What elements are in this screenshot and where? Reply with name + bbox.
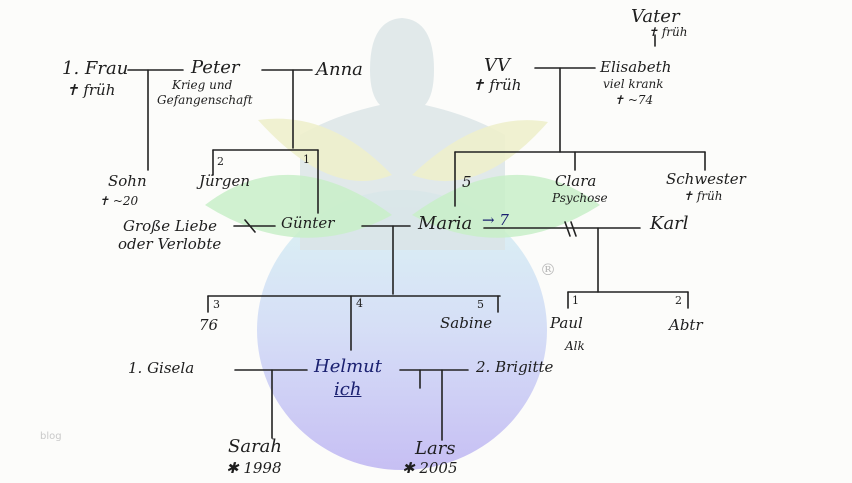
great-love-label-2: oder Verlobte: [118, 235, 222, 253]
juergen-label: Jürgen: [199, 172, 250, 190]
elisabeth-label: Elisabeth: [600, 58, 672, 76]
lars-label: Lars: [415, 438, 456, 459]
father-note: ✝ früh: [648, 25, 688, 39]
peter-label: Peter: [191, 57, 240, 78]
anna-label: Anna: [316, 59, 363, 80]
peter-note-2: Gefangenschaft: [157, 93, 253, 107]
child-number-1: 1: [572, 294, 579, 307]
child-76-label: 76: [199, 316, 219, 334]
helmut-label: Helmut: [314, 356, 383, 377]
lars-born: ✱ 2005: [402, 459, 458, 477]
child-number-5: 5: [477, 298, 484, 311]
brigitte-label: 2. Brigitte: [476, 358, 554, 376]
leaf-left-green: [205, 174, 392, 238]
clara-label: Clara: [555, 172, 597, 190]
karl-label: Karl: [650, 213, 689, 234]
first-wife-note: ✝ früh: [66, 81, 116, 99]
sarah-born: ✱ 1998: [226, 459, 282, 477]
son-label: Sohn: [108, 172, 147, 190]
paul-label: Paul: [550, 314, 583, 332]
child-number-3: 3: [213, 298, 220, 311]
sabine-label: Sabine: [440, 314, 493, 332]
elisabeth-note-1: viel krank: [603, 77, 664, 91]
paul-note: Alk: [565, 339, 585, 353]
maria-number: 5: [462, 173, 472, 191]
maria-label: Maria: [418, 213, 473, 234]
abtr-label: Abtr: [669, 316, 703, 334]
elisabeth-note-2: ✝ ~74: [614, 93, 654, 107]
watermark-text: blog: [40, 431, 62, 442]
maria-arrow: → 7: [482, 211, 509, 229]
vv-note: ✝ früh: [472, 76, 522, 94]
gisela-label: 1. Gisela: [128, 359, 195, 377]
sister-note: ✝ früh: [683, 189, 723, 203]
child-number-4: 4: [356, 297, 363, 310]
ich-label: ich: [334, 379, 362, 400]
clara-note: Psychose: [552, 191, 608, 205]
leaf-left-yellow: [258, 118, 392, 181]
registered-mark: ®: [540, 260, 556, 279]
globe-shape: [257, 190, 547, 470]
guenter-number: 1: [303, 153, 310, 166]
sister-label: Schwester: [666, 170, 746, 188]
father-label: Vater: [631, 6, 680, 27]
vv-label: VV: [484, 55, 510, 76]
first-wife-label: 1. Frau: [62, 58, 129, 79]
son-note: ✝ ~20: [99, 194, 139, 208]
peter-note-1: Krieg und: [172, 78, 233, 92]
child-number-2: 2: [675, 294, 682, 307]
great-love-label-1: Große Liebe: [123, 217, 217, 235]
sarah-label: Sarah: [228, 436, 282, 457]
guenter-label: Günter: [281, 214, 335, 232]
juergen-number: 2: [217, 155, 224, 168]
leaf-right-green: [412, 174, 600, 238]
leaf-right-yellow: [412, 120, 548, 182]
